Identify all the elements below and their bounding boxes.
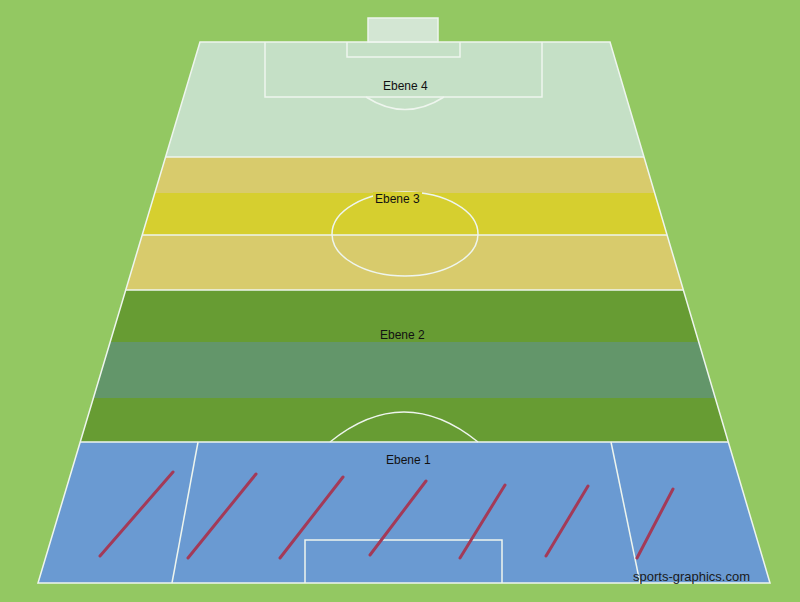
- field-zone: Ebene 2: [80, 290, 729, 442]
- zone-stripe: [80, 398, 728, 442]
- zone-label: Ebene 1: [386, 453, 431, 467]
- zone-stripe: [126, 235, 684, 290]
- zone-label: Ebene 4: [383, 79, 428, 93]
- field-zone: Ebene 1: [37, 442, 771, 583]
- zone-stripe: [166, 42, 644, 157]
- zone-stripe: [38, 442, 770, 583]
- watermark: sports-graphics.com: [633, 570, 750, 584]
- zone-fill: [125, 157, 684, 290]
- zone-stripe: [110, 290, 699, 342]
- zone-stripe: [155, 157, 655, 193]
- zone-fill: [80, 290, 729, 442]
- field-zone: Ebene 4: [165, 42, 645, 157]
- zone-label: Ebene 3: [373, 192, 422, 206]
- zone-stripe: [142, 193, 667, 235]
- field-zone: Ebene 3: [125, 157, 684, 290]
- zone-stripe: [93, 342, 715, 398]
- zone-fill: [165, 42, 645, 157]
- zone-label: Ebene 2: [380, 328, 425, 342]
